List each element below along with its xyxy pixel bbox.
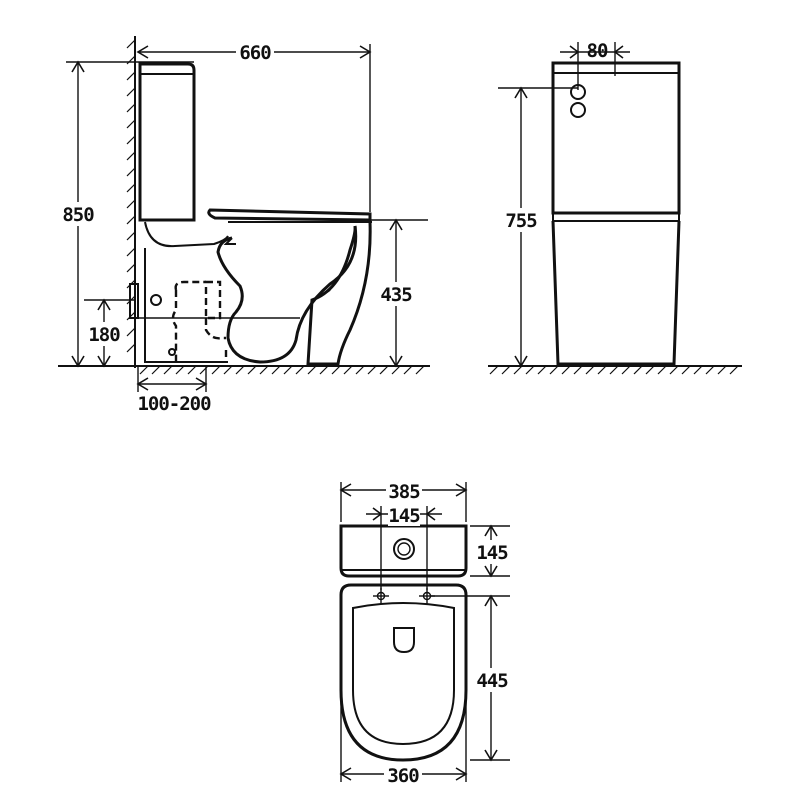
flush-hole-icon: [570, 102, 586, 118]
dim-145-depth: 145: [470, 524, 510, 578]
dim-145-spacing-label: 145: [388, 505, 420, 527]
dim-360-label: 360: [387, 765, 419, 787]
dim-850: 850: [58, 60, 194, 368]
front-seat-band: [552, 212, 680, 222]
dim-80: 80: [560, 40, 630, 90]
bowl-rear-top: [144, 221, 229, 248]
seat-outline: [207, 208, 372, 222]
top-flush-button-icon: [393, 538, 415, 560]
top-bowl-inner: [352, 602, 455, 746]
dim-660: 660: [136, 40, 372, 212]
dim-660-label: 660: [239, 42, 271, 64]
front-floor-hatch: [489, 365, 739, 375]
trapway-curve: [216, 225, 358, 364]
dim-850-label: 850: [62, 204, 94, 226]
dim-755-label: 755: [505, 210, 537, 232]
top-hinge-hole-left: [373, 588, 389, 604]
front-pedestal-outline: [551, 220, 681, 366]
top-drain-outline: [393, 627, 415, 654]
outlet-trap-dashed: [171, 280, 226, 362]
dim-755: 755: [498, 86, 578, 368]
dim-445: 445: [430, 594, 510, 762]
dim-385: 385: [339, 480, 468, 522]
trapway-jet: [223, 237, 236, 245]
top-tank-outline: [339, 524, 468, 578]
dim-145-spacing: 145: [366, 504, 442, 590]
dim-435-label: 435: [380, 284, 412, 306]
dim-100-200: 100-200: [136, 366, 212, 415]
dim-360: 360: [339, 700, 468, 787]
bowl-front-shell: [306, 221, 372, 366]
dim-180: 180: [84, 298, 135, 368]
dim-80-label: 80: [587, 40, 608, 62]
dim-100-200-label: 100-200: [137, 393, 211, 415]
top-flush-button-inner: [397, 542, 411, 556]
dim-145-depth-label: 145: [476, 542, 508, 564]
wall-flange: [129, 283, 139, 319]
outlet-hole-icon: [150, 294, 162, 306]
bowl-base-left: [144, 248, 228, 363]
floor-hatch: [139, 365, 425, 375]
side-view: 660 850 435 180: [58, 36, 430, 415]
cistern-outline: [138, 62, 196, 222]
top-view: 385 145 145: [339, 480, 510, 787]
dim-180-label: 180: [88, 324, 120, 346]
front-tank-outline: [551, 61, 681, 215]
fixing-hole-icon: [168, 348, 176, 356]
dim-445-label: 445: [476, 670, 508, 692]
outlet-pipe-dashed: [204, 280, 222, 320]
top-bowl-outer: [339, 583, 468, 762]
dim-385-label: 385: [388, 481, 420, 503]
front-view: 80 755: [488, 40, 742, 375]
dim-435: 435: [370, 218, 428, 368]
